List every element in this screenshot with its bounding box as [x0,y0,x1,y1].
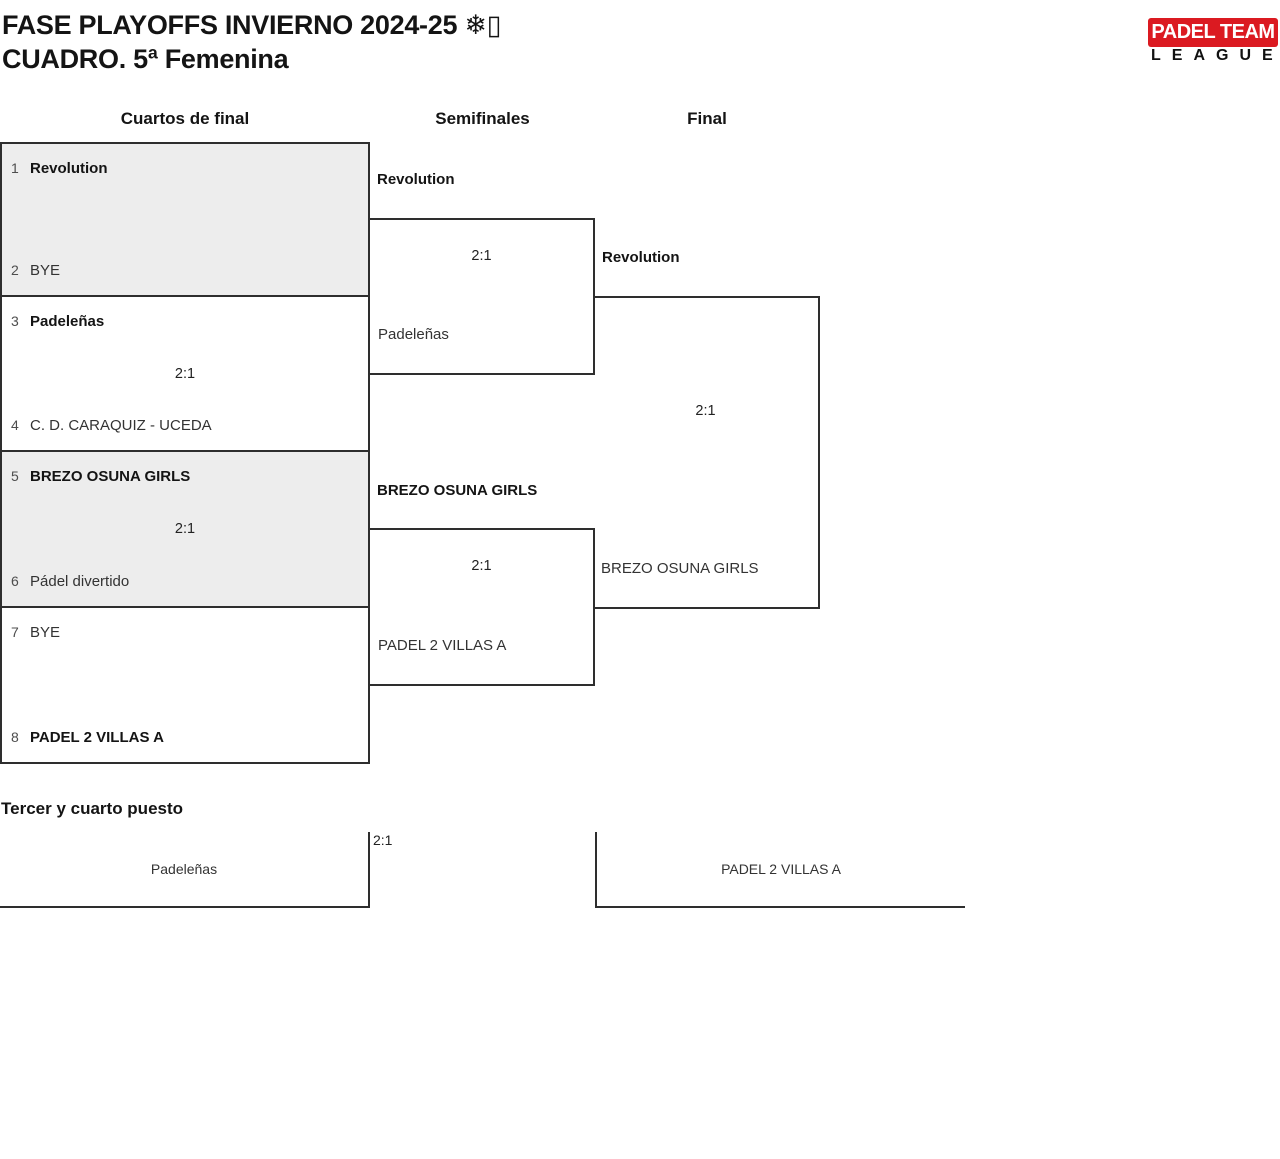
match-team-row: 3 Padeleñas [11,313,358,330]
team-name: BYE [30,262,61,279]
page-header: FASE PLAYOFFS INVIERNO 2024-25 ❄▯ CUADRO… [2,8,502,76]
seed-number: 6 [11,573,19,589]
final-winner-name: Revolution [602,249,680,266]
match-score: 2:1 [174,521,196,537]
match-team-row: 6 Pádel divertido [11,573,358,590]
third-place-team-left: Padeleñas [150,861,218,877]
quarterfinal-match-1: 1 Revolution 2 BYE [0,142,370,297]
page-title: FASE PLAYOFFS INVIERNO 2024-25 ❄▯ [2,10,502,40]
semifinal-match-1: 2:1 Padeleñas [368,218,595,375]
match-score: 2:1 [695,403,716,419]
semifinal-2-loser-name: PADEL 2 VILLAS A [378,637,507,654]
seed-number: 5 [11,468,19,484]
final-loser-name: BREZO OSUNA GIRLS [601,560,759,577]
quarterfinal-match-4: 7 BYE 8 PADEL 2 VILLAS A [0,606,370,764]
third-place-score: 2:1 [373,832,393,848]
seed-number: 2 [11,262,19,278]
team-name: BREZO OSUNA GIRLS [30,468,191,485]
match-team-row: 2 BYE [11,262,358,279]
match-team-row: 1 Revolution [11,160,358,177]
seed-number: 3 [11,313,19,329]
match-team-row: 7 BYE [11,624,358,641]
third-place-team-right: PADEL 2 VILLAS A [721,861,841,877]
semifinal-match-2: 2:1 PADEL 2 VILLAS A [368,528,595,686]
team-name: PADEL 2 VILLAS A [30,729,164,746]
column-header-quarterfinals: Cuartos de final [120,109,250,128]
seed-number: 1 [11,160,19,176]
team-name: Padeleñas [30,313,105,330]
third-place-heading: Tercer y cuarto puesto [1,799,184,818]
logo-padel-team-text: PADEL TEAM [1148,18,1278,47]
seed-number: 8 [11,729,19,745]
quarterfinal-match-3: 5 BREZO OSUNA GIRLS 2:1 6 Pádel divertid… [0,450,370,608]
match-score: 2:1 [174,365,196,382]
quarterfinals-column: 1 Revolution 2 BYE 3 Padeleñas 2:1 4 C. … [0,142,370,764]
padel-team-league-logo[interactable]: PADEL TEAM LEAGUE [1148,18,1280,64]
team-name: C. D. CARAQUIZ - UCEDA [30,417,212,434]
final-match: 2:1 BREZO OSUNA GIRLS [593,296,820,609]
logo-league-text: LEAGUE [1151,47,1280,64]
third-place-left-box: Padeleñas [0,832,370,908]
match-team-row: 5 BREZO OSUNA GIRLS [11,468,358,485]
match-score: 2:1 [471,248,492,264]
team-name: BYE [30,624,61,641]
match-team-row: 4 C. D. CARAQUIZ - UCEDA [11,417,358,434]
match-team-row: 8 PADEL 2 VILLAS A [11,729,358,746]
seed-number: 4 [11,417,19,433]
match-score: 2:1 [471,558,492,574]
column-header-final: Final [687,109,727,128]
team-name: Revolution [30,160,108,177]
semifinal-1-loser-name: Padeleñas [378,326,449,343]
semifinal-2-winner-name: BREZO OSUNA GIRLS [377,482,538,499]
team-name: Pádel divertido [30,573,130,590]
seed-number: 7 [11,624,19,640]
semifinal-1-winner-name: Revolution [377,171,455,188]
quarterfinal-match-2: 3 Padeleñas 2:1 4 C. D. CARAQUIZ - UCEDA [0,295,370,452]
page-subtitle: CUADRO. 5ª Femenina [2,44,289,74]
column-header-semifinals: Semifinales [435,109,530,128]
third-place-right-box: PADEL 2 VILLAS A [595,832,965,908]
